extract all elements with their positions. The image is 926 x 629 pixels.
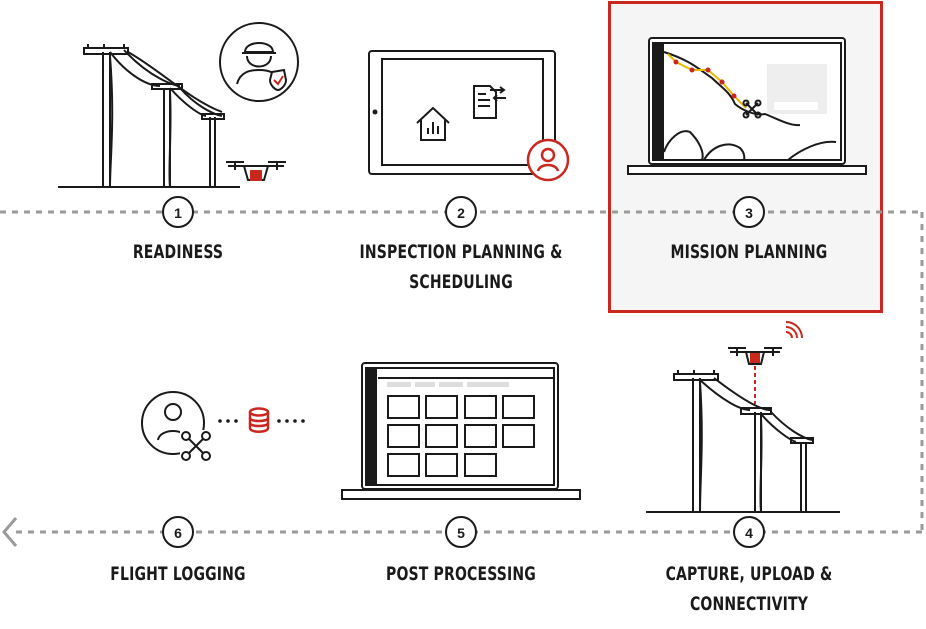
step-label-2: INSPECTION PLANNING & SCHEDULING — [359, 241, 563, 293]
step-number-6: 6 — [174, 525, 182, 541]
drone-marker-icon — [742, 99, 762, 119]
step-number-2: 2 — [457, 205, 465, 221]
database-icon — [248, 407, 270, 433]
capture-drone-icon — [728, 347, 782, 365]
drone-icon — [226, 161, 286, 181]
house-chart-icon — [416, 106, 450, 141]
step-circle-3 — [733, 196, 765, 228]
step-label-5: POST PROCESSING — [386, 563, 536, 585]
step-number-1: 1 — [174, 205, 182, 221]
power-line-pole-icon-2 — [646, 370, 840, 513]
worker-avatar-icon — [219, 22, 299, 102]
signal-icon — [785, 321, 803, 339]
pilot-drone-icon — [141, 391, 212, 462]
tablet-icon — [368, 50, 556, 175]
image-grid — [387, 395, 535, 477]
step-number-5: 5 — [457, 525, 465, 541]
step-circle-2 — [445, 196, 477, 228]
power-line-pole-icon — [58, 44, 240, 188]
step-label-1: READINESS — [132, 241, 224, 263]
flight-path — [667, 53, 747, 109]
flow-arrow-left-icon — [2, 517, 18, 547]
step-label-4: CAPTURE, UPLOAD & CONNECTIVITY — [665, 563, 833, 615]
step-label-6: FLIGHT LOGGING — [110, 563, 246, 585]
schedule-document-icon — [473, 85, 506, 119]
step-number-4: 4 — [745, 525, 753, 541]
step-circle-6 — [162, 516, 194, 548]
step-circle-5 — [445, 516, 477, 548]
user-profile-icon — [526, 138, 570, 182]
step-number-3: 3 — [745, 205, 753, 221]
laptop-grid-icon — [341, 362, 581, 500]
step-circle-4 — [733, 516, 765, 548]
dotted-link — [218, 419, 305, 423]
step-circle-1 — [162, 196, 194, 228]
step-label-3: MISSION PLANNING — [670, 241, 828, 263]
